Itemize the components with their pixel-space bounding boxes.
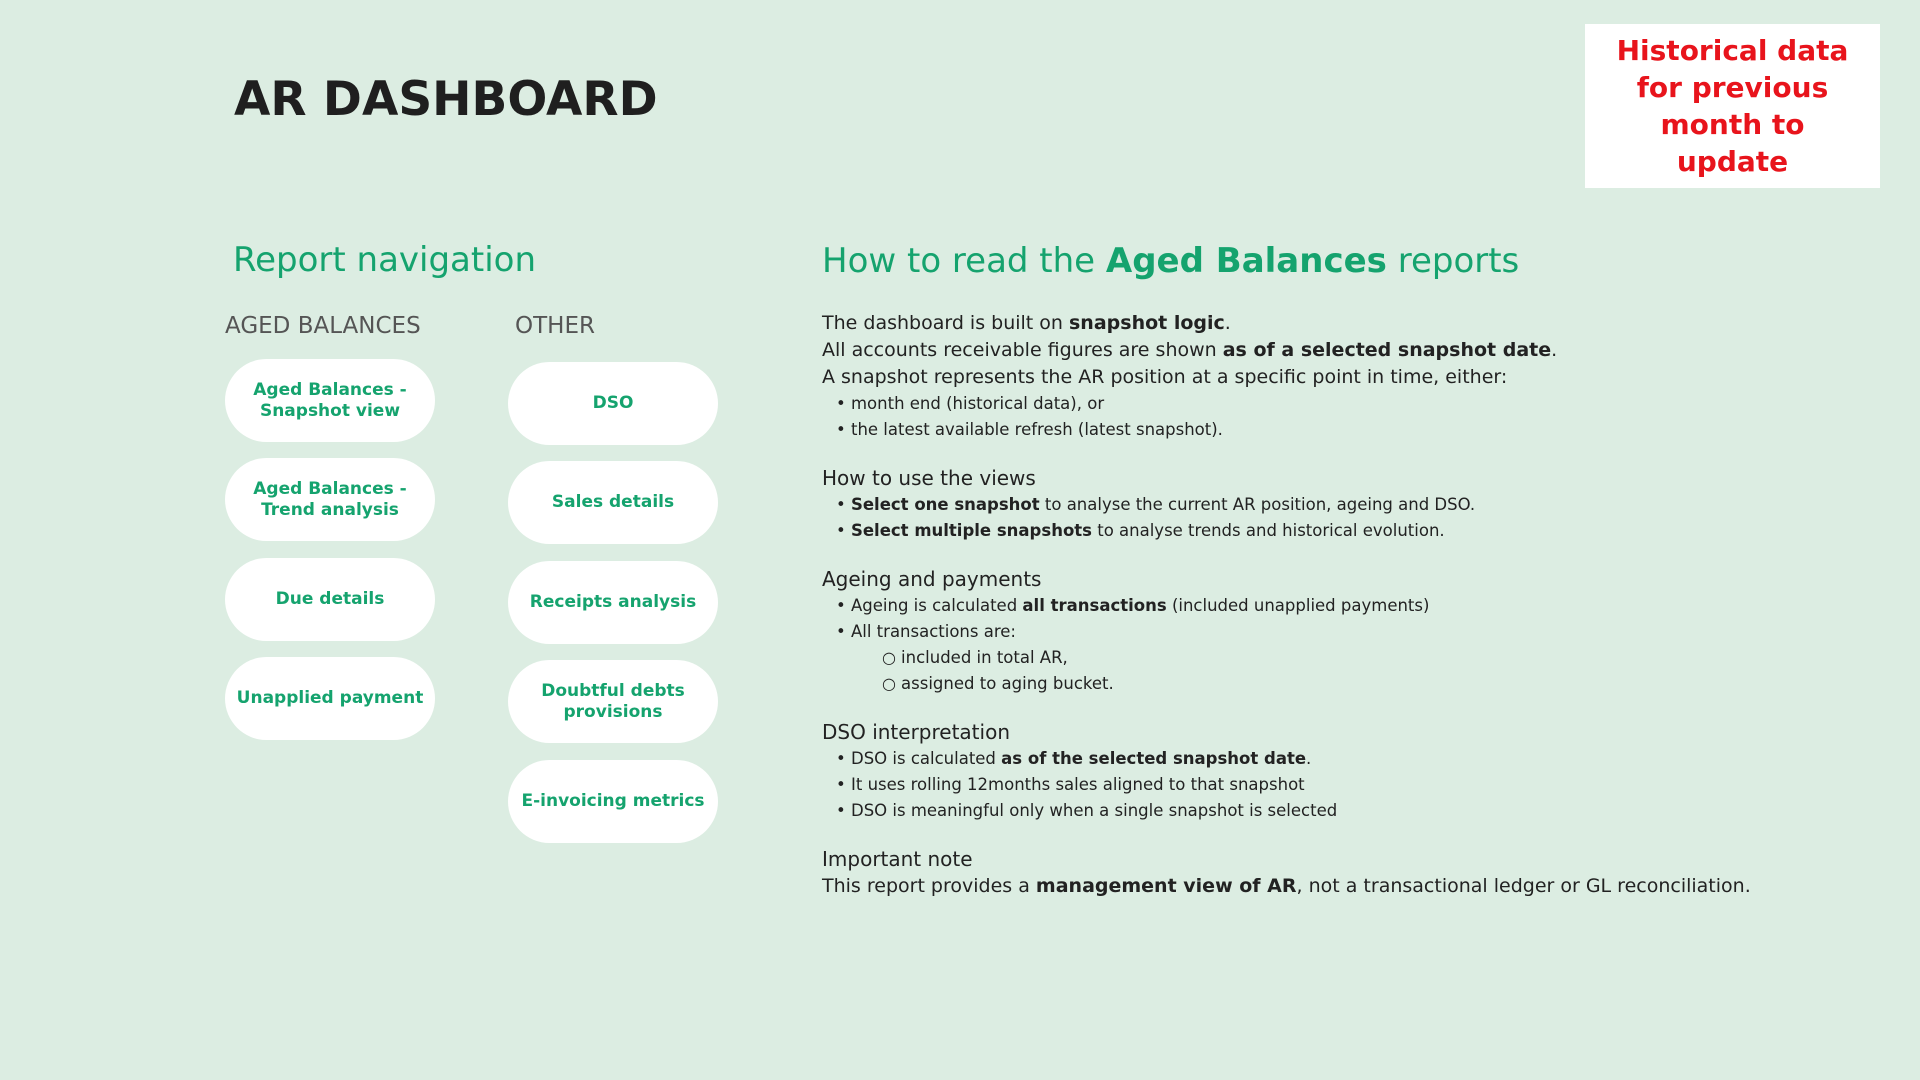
ageing-sub-bullet-1: included in total AR, xyxy=(822,645,1882,671)
dso-bullet-2: It uses rolling 12months sales aligned t… xyxy=(822,772,1882,798)
intro-l2-end: . xyxy=(1551,339,1558,361)
ageing-b1-bold: all transactions xyxy=(1022,596,1167,615)
aged-balances-label: AGED BALANCES xyxy=(225,313,421,339)
ageing-bullet-2: All transactions are: xyxy=(822,619,1882,645)
intro-l2-bold: as of a selected snapshot date xyxy=(1222,339,1552,361)
dso-bullet-3: DSO is meaningful only when a single sna… xyxy=(822,798,1882,824)
ageing-b1-end: (included unapplied payments) xyxy=(1166,596,1430,615)
dso-b1-text: DSO is calculated xyxy=(850,749,1002,768)
dso-section-title: DSO interpretation xyxy=(822,720,1010,744)
help-panel: How to read the Aged Balances reports Th… xyxy=(822,240,1882,900)
ageing-sub-bullet-2: assigned to aging bucket. xyxy=(822,671,1882,697)
views-bullet-1: Select one snapshot to analyse the curre… xyxy=(822,492,1882,518)
ageing-section-title: Ageing and payments xyxy=(822,567,1042,591)
nav-button-receipts-analysis[interactable]: Receipts analysis xyxy=(508,561,718,644)
note-text-c: , not a transactional ledger or GL recon… xyxy=(1296,875,1751,897)
nav-button-aged-balances-snapshot[interactable]: Aged Balances - Snapshot view xyxy=(225,359,435,442)
views-b1-text: to analyse the current AR position, agei… xyxy=(1039,495,1476,514)
intro-bullet-2: the latest available refresh (latest sna… xyxy=(822,417,1882,443)
nav-button-unapplied-payment[interactable]: Unapplied payment xyxy=(225,657,435,740)
nav-button-doubtful-debts[interactable]: Doubtful debts provisions xyxy=(508,660,718,743)
help-heading-bold: Aged Balances xyxy=(1105,241,1387,281)
other-label: OTHER xyxy=(515,313,595,339)
intro-bullet-1: month end (historical data), or xyxy=(822,391,1882,417)
intro-l1-text: The dashboard is built on xyxy=(822,312,1069,334)
nav-button-aged-balances-trend[interactable]: Aged Balances - Trend analysis xyxy=(225,458,435,541)
views-b2-text: to analyse trends and historical evoluti… xyxy=(1091,521,1445,540)
help-heading-prefix: How to read the xyxy=(822,241,1106,281)
nav-button-due-details[interactable]: Due details xyxy=(225,558,435,641)
dso-b1-bold: as of the selected snapshot date xyxy=(1001,749,1307,768)
intro-l2-text: All accounts receivable figures are show… xyxy=(822,339,1223,361)
views-bullet-2: Select multiple snapshots to analyse tre… xyxy=(822,518,1882,544)
note-text-bold: management view of AR xyxy=(1035,875,1297,897)
page-title: AR DASHBOARD xyxy=(234,72,658,127)
views-section-title: How to use the views xyxy=(822,466,1036,490)
nav-button-dso[interactable]: DSO xyxy=(508,362,718,445)
dso-b1-end: . xyxy=(1306,749,1312,768)
dso-bullet-1: DSO is calculated as of the selected sna… xyxy=(822,746,1882,772)
nav-button-sales-details[interactable]: Sales details xyxy=(508,461,718,544)
note-text: This report provides a management view o… xyxy=(822,873,1882,900)
intro-line-3: A snapshot represents the AR position at… xyxy=(822,366,1508,388)
help-heading-suffix: reports xyxy=(1386,241,1520,281)
intro-l1-bold: snapshot logic xyxy=(1069,312,1225,334)
note-text-a: This report provides a xyxy=(822,875,1036,897)
update-notice-text: Historical data for previous month to up… xyxy=(1616,34,1849,178)
help-heading: How to read the Aged Balances reports xyxy=(822,240,1882,282)
note-section-title: Important note xyxy=(822,847,973,871)
update-notice: Historical data for previous month to up… xyxy=(1585,24,1880,188)
intro-line-2: All accounts receivable figures are show… xyxy=(822,337,1882,364)
views-b2-bold: Select multiple snapshots xyxy=(850,521,1092,540)
nav-button-e-invoicing[interactable]: E-invoicing metrics xyxy=(508,760,718,843)
ageing-bullet-1: Ageing is calculated all transactions (i… xyxy=(822,593,1882,619)
ageing-b1-text: Ageing is calculated xyxy=(850,596,1023,615)
report-navigation-heading: Report navigation xyxy=(233,240,537,280)
views-b1-bold: Select one snapshot xyxy=(850,495,1040,514)
intro-l1-end: . xyxy=(1224,312,1231,334)
intro-line-1: The dashboard is built on snapshot logic… xyxy=(822,310,1882,337)
